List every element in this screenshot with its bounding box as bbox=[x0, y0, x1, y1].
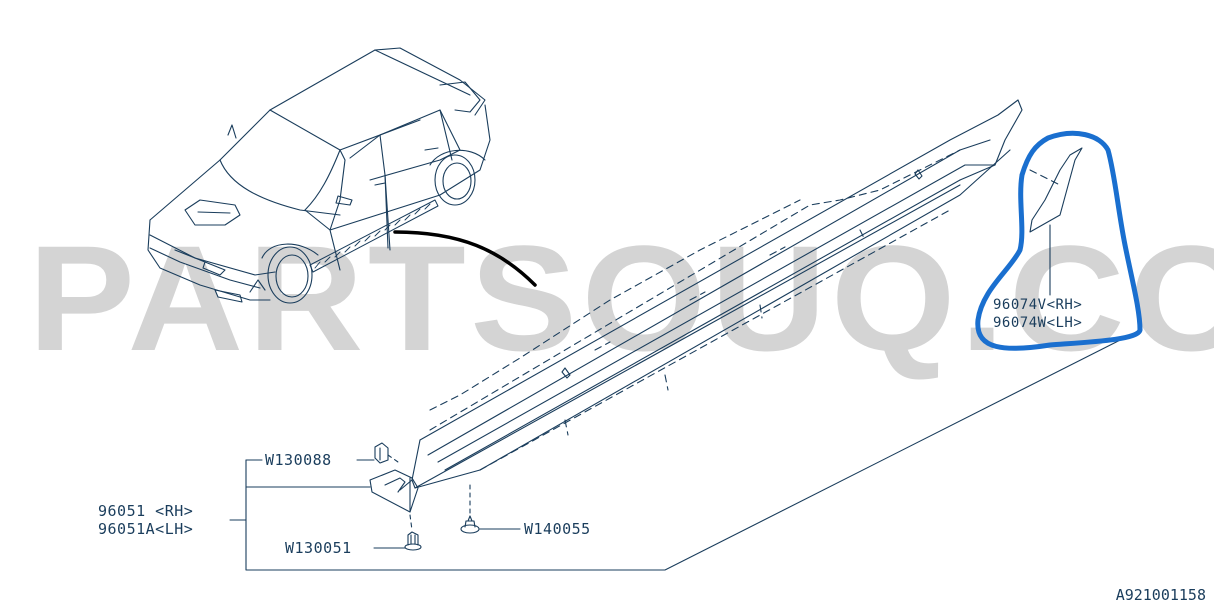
part-label-w130088[interactable]: W130088 bbox=[265, 451, 332, 469]
clip-w130088 bbox=[374, 442, 389, 464]
side-skirt-assembly bbox=[369, 99, 1061, 513]
rear-piece-96074 bbox=[1029, 147, 1083, 296]
part-label-96074v-rh[interactable]: 96074V<RH> bbox=[993, 297, 1083, 313]
figure-reference: A921001158 bbox=[1115, 586, 1206, 604]
part-label-w140055[interactable]: W140055 bbox=[524, 520, 591, 538]
part-label-96074w-lh[interactable]: 96074W<LH> bbox=[993, 315, 1083, 331]
leader-lines bbox=[229, 329, 1141, 571]
part-label-96051a-lh[interactable]: 96051A<LH> bbox=[98, 520, 194, 538]
clip-w140055 bbox=[460, 515, 480, 534]
part-label-w130051[interactable]: W130051 bbox=[285, 539, 352, 557]
car-illustration bbox=[147, 47, 491, 304]
highlight-circle bbox=[975, 130, 1143, 351]
callout-arrow bbox=[393, 230, 537, 287]
clip-w130051 bbox=[404, 531, 422, 551]
part-label-96051-rh[interactable]: 96051 <RH> bbox=[98, 502, 194, 520]
